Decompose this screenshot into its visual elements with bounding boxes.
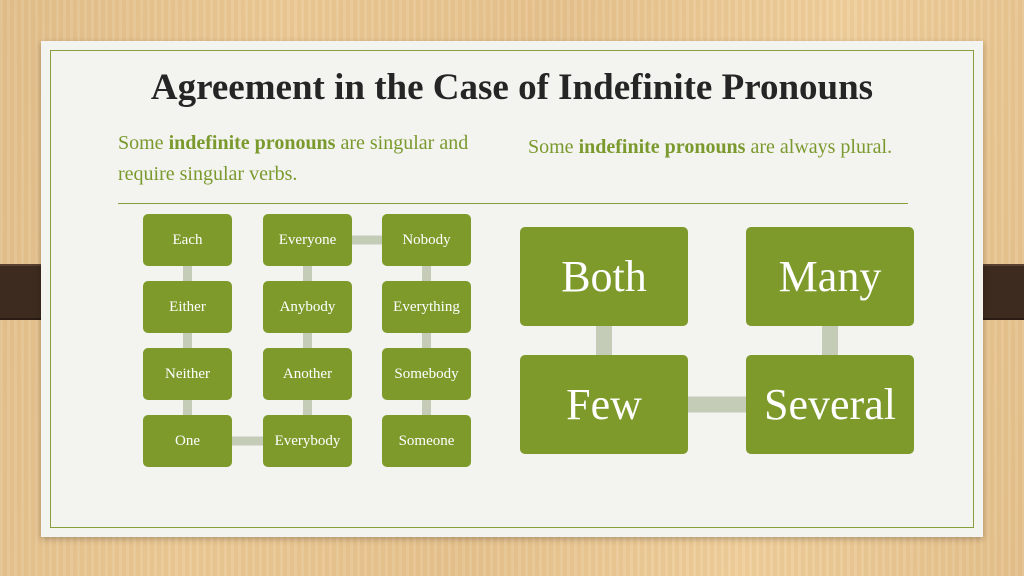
singular-label-another: Another <box>283 366 332 382</box>
singular-node-one <box>143 415 232 467</box>
slide-frame <box>50 50 974 528</box>
singular-node-neither <box>143 348 232 400</box>
singular-connector <box>303 333 312 348</box>
plural-intro: Some indefinite pronouns are always plur… <box>528 136 893 158</box>
singular-connector <box>303 266 312 281</box>
singular-label-everything: Everything <box>393 299 460 315</box>
singular-node-everything <box>382 281 471 333</box>
singular-node-everyone <box>263 214 352 266</box>
singular-connector <box>183 333 192 348</box>
singular-label-everybody: Everybody <box>275 433 341 449</box>
singular-label-either: Either <box>169 299 206 315</box>
singular-connector <box>422 266 431 281</box>
plural-connector <box>688 396 746 413</box>
plural-connector <box>596 326 612 355</box>
singular-intro-bold: indefinite pronouns <box>168 132 336 154</box>
singular-intro: Some indefinite pronouns are singular an… <box>118 132 469 185</box>
singular-node-someone <box>382 415 471 467</box>
plural-label-many: Many <box>779 252 882 301</box>
singular-node-another <box>263 348 352 400</box>
singular-node-anybody <box>263 281 352 333</box>
singular-connector <box>183 400 192 415</box>
plural-node-several <box>746 355 914 454</box>
singular-connector <box>422 333 431 348</box>
slide-title: Agreement in the Case of Indefinite Pron… <box>150 67 874 108</box>
singular-connector <box>232 436 263 446</box>
singular-node-each <box>143 214 232 266</box>
singular-connector <box>303 400 312 415</box>
singular-label-each: Each <box>173 232 203 248</box>
plural-label-both: Both <box>561 252 647 301</box>
singular-connector <box>422 400 431 415</box>
singular-label-neither: Neither <box>165 366 210 382</box>
singular-connector <box>352 235 382 245</box>
singular-label-anybody: Anybody <box>280 299 336 315</box>
singular-label-somebody: Somebody <box>394 366 459 382</box>
singular-label-someone: Someone <box>399 433 455 449</box>
singular-label-nobody: Nobody <box>402 232 451 248</box>
divider-line <box>118 203 908 204</box>
plural-connector <box>822 326 838 355</box>
singular-node-somebody <box>382 348 471 400</box>
plural-node-many <box>746 227 914 326</box>
plural-node-few <box>520 355 688 454</box>
plural-intro-bold: indefinite pronouns <box>578 136 746 158</box>
plural-label-few: Few <box>566 380 642 429</box>
singular-node-either <box>143 281 232 333</box>
singular-node-nobody <box>382 214 471 266</box>
plural-label-several: Several <box>764 380 896 429</box>
singular-node-everybody <box>263 415 352 467</box>
singular-label-one: One <box>175 433 200 449</box>
singular-label-everyone: Everyone <box>279 232 337 248</box>
singular-connector <box>183 266 192 281</box>
plural-node-both <box>520 227 688 326</box>
